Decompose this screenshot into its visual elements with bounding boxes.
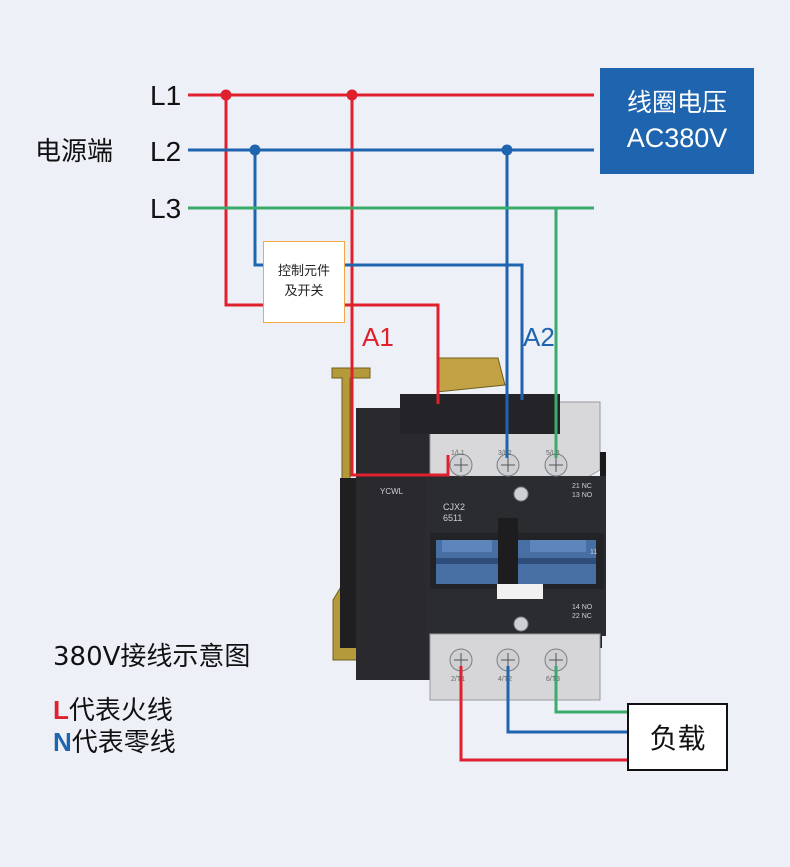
- top-terminal-3: 5/L3: [546, 450, 560, 457]
- top-terminal-1: 1/L1: [451, 450, 465, 457]
- load-red-wire: [459, 666, 627, 762]
- coil-label-a1: A1: [362, 322, 394, 352]
- load-blue-wire: [506, 666, 627, 734]
- l1-junction-1: [220, 89, 232, 101]
- red-l1-drop: [350, 95, 450, 477]
- l2-junction-1: [249, 144, 261, 156]
- contactor-brand: YCWL: [380, 487, 404, 496]
- top-terminal-2: 3/L2: [498, 450, 512, 457]
- control-box-line2: 及开关: [284, 284, 324, 299]
- load-label: 负载: [649, 722, 706, 755]
- source-label: 电源端: [35, 137, 114, 167]
- l2-junction-2: [501, 144, 513, 156]
- legend-neutral-text: 代表零线: [71, 728, 176, 758]
- load-box: 负载: [627, 703, 728, 771]
- legend-live-text: 代表火线: [68, 696, 173, 726]
- phase-label-l1: L1: [150, 80, 182, 111]
- legend-live: L代表火线: [53, 690, 173, 727]
- bottom-terminal-3: 6/T3: [546, 676, 560, 683]
- coil-voltage-line1: 线圈电压: [626, 87, 727, 117]
- l1-junction-2: [346, 89, 358, 101]
- contactor-model-2: 6511: [443, 513, 462, 523]
- legend-neutral: N代表零线: [53, 722, 176, 759]
- control-box-line1: 控制元件: [277, 263, 330, 279]
- control-element-box: 控制元件 及开关: [263, 241, 345, 323]
- phase-label-l2: L2: [150, 136, 182, 167]
- aux-top-2: 13 NO: [572, 492, 593, 499]
- legend-neutral-letter: N: [53, 727, 72, 757]
- load-green-wire: [554, 666, 627, 714]
- aux-bottom-1: 14 NO: [572, 604, 593, 611]
- bottom-terminal-1: 2/T1: [451, 676, 465, 683]
- coil-voltage-line2: AC380V: [626, 122, 728, 153]
- contactor-model-1: CJX2: [443, 502, 465, 512]
- coil-voltage-box: 线圈电压 AC380V: [600, 68, 754, 174]
- aux-top-1: 21 NC: [572, 483, 592, 490]
- contactor: [331, 357, 606, 701]
- bottom-terminal-2: 4/T2: [498, 676, 512, 683]
- diagram-title: 380V接线示意图: [53, 642, 251, 672]
- aux-side: 11: [590, 549, 597, 556]
- phase-label-l3: L3: [150, 193, 182, 224]
- legend-live-letter: L: [53, 695, 69, 725]
- coil-label-a2: A2: [523, 322, 555, 352]
- aux-bottom-2: 22 NC: [572, 613, 592, 620]
